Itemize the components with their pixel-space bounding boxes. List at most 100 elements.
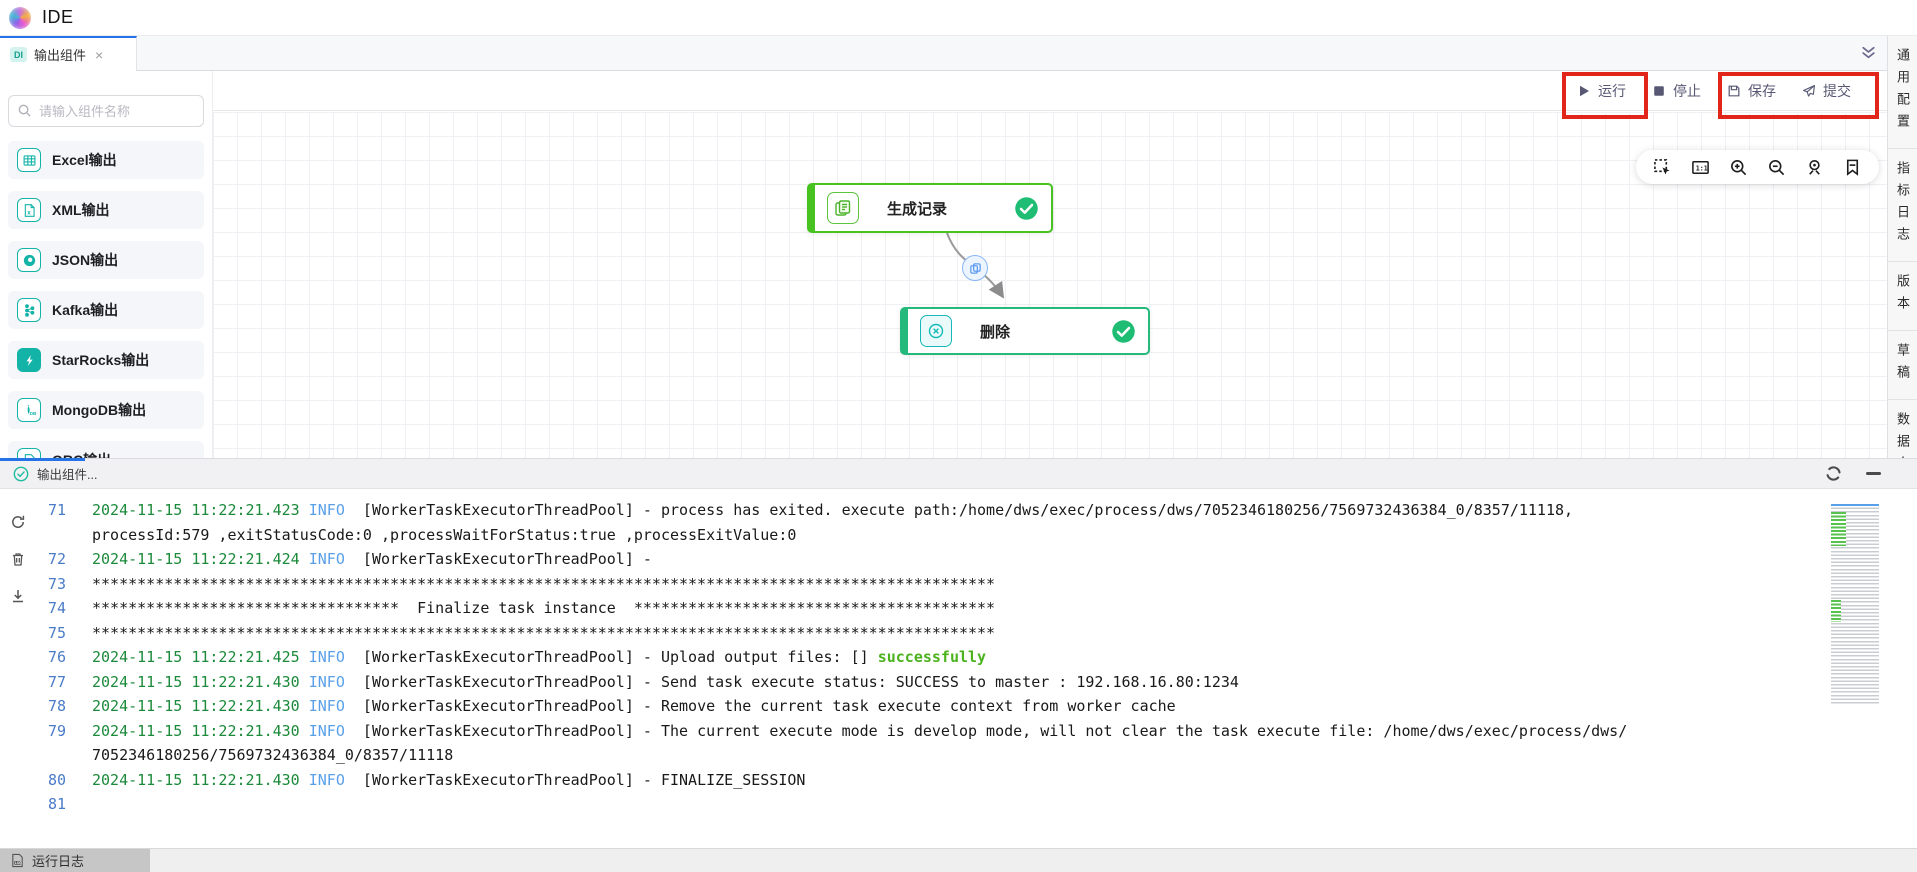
log-minimap[interactable] xyxy=(1831,504,1879,704)
double-chevron-down-icon[interactable] xyxy=(1860,44,1877,66)
app-logo-swirl-icon xyxy=(9,6,31,29)
trash-icon[interactable] xyxy=(10,551,26,572)
mongodb-output-icon: DB xyxy=(17,398,41,422)
search-input[interactable] xyxy=(8,95,204,127)
tab-label: 输出组件 xyxy=(34,48,87,63)
download-icon[interactable] xyxy=(10,588,26,609)
node-generate-records[interactable]: 生成记录 xyxy=(807,183,1053,233)
node-label: 删除 xyxy=(980,323,1011,341)
line-number: 74 xyxy=(47,599,66,617)
stop-button-label: 停止 xyxy=(1673,82,1701,99)
component-item-label: XML输出 xyxy=(52,202,110,218)
panel-active-indicator xyxy=(0,458,85,461)
node-accent-bar xyxy=(808,184,815,232)
component-item-label: MongoDB输出 xyxy=(52,402,147,418)
tab-version-label: 版本 xyxy=(1895,274,1910,318)
line-number: 80 xyxy=(47,770,66,789)
zoom-in-icon[interactable] xyxy=(1729,158,1748,177)
tab-version[interactable]: 版本 xyxy=(1888,262,1917,331)
component-item-label: StarRocks输出 xyxy=(52,352,150,368)
component-item-xml[interactable]: x XML输出 xyxy=(8,191,204,229)
component-list: Excel输出 x XML输出 JSON输出 Kafka输出 StarRocks输出 DB M… xyxy=(0,141,212,458)
canvas-grid xyxy=(213,112,1887,458)
zoom-out-icon[interactable] xyxy=(1767,158,1786,177)
svg-text:1:1: 1:1 xyxy=(1696,164,1708,172)
log-line-71: 71 2024-11-15 11:22:21.423 INFO [WorkerTa… xyxy=(38,498,1827,523)
log-line-80: 80 2024-11-15 11:22:21.430 INFO [WorkerTa… xyxy=(38,768,1827,793)
canvas-tool-pill: 1:1 xyxy=(1636,150,1879,184)
svg-text:DB: DB xyxy=(29,411,36,416)
tab-metric-log-label: 指标日志 xyxy=(1895,161,1910,249)
ratio-1-1-icon[interactable]: 1:1 xyxy=(1691,158,1710,177)
line-number: 78 xyxy=(47,697,66,715)
svg-text:x: x xyxy=(27,209,31,216)
excel-output-icon xyxy=(17,148,41,172)
bookmark-icon[interactable] xyxy=(1843,158,1862,177)
tab-metric-log[interactable]: 指标日志 xyxy=(1888,149,1917,262)
log-body: 71 2024-11-15 11:22:21.423 INFO [WorkerTa… xyxy=(0,490,1917,848)
svg-text:LOG: LOG xyxy=(15,861,22,865)
log-action-rail xyxy=(0,514,36,609)
component-item-mongodb[interactable]: DB MongoDB输出 xyxy=(8,391,204,429)
tab-bar: DI 输出组件 × xyxy=(0,36,1917,71)
di-badge: DI xyxy=(10,47,27,62)
submit-icon xyxy=(1802,84,1816,98)
close-icon[interactable]: × xyxy=(95,46,104,63)
component-item-label: JSON输出 xyxy=(52,252,119,268)
tab-draft[interactable]: 草稿 xyxy=(1888,331,1917,400)
component-item-label: ORC输出 xyxy=(52,450,111,458)
line-number: 79 xyxy=(47,721,66,740)
bottom-tab-label: 运行日志 xyxy=(32,854,85,869)
log-text: 2024-11-15 11:22:21.430 INFO [WorkerTask… xyxy=(92,672,1239,691)
bottom-bar: LOG 运行日志 xyxy=(0,848,1917,872)
run-button[interactable]: 运行 xyxy=(1577,81,1626,101)
component-item-kafka[interactable]: Kafka输出 xyxy=(8,291,204,329)
component-item-orc[interactable]: ORCORC输出 xyxy=(8,441,204,458)
marquee-select-icon[interactable] xyxy=(1653,158,1672,177)
line-number: 76 xyxy=(47,648,66,666)
node-delete[interactable]: 删除 xyxy=(900,307,1150,355)
log-text: 2024-11-15 11:22:21.430 INFO [WorkerTask… xyxy=(92,721,1628,740)
save-button-label: 保存 xyxy=(1748,82,1776,99)
line-number xyxy=(38,743,66,768)
action-toolbar: 运行 停止 保存 提交 xyxy=(213,71,1887,111)
loading-icon[interactable] xyxy=(1825,465,1842,482)
refresh-icon[interactable] xyxy=(10,514,26,535)
log-line-74: 74********************************** Fin… xyxy=(38,596,1827,621)
log-text: 2024-11-15 11:22:21.430 INFO [WorkerTask… xyxy=(92,697,1176,715)
save-icon xyxy=(1727,84,1741,98)
line-number: 71 xyxy=(47,501,66,519)
stop-icon xyxy=(1652,84,1666,98)
log-text: 2024-11-15 11:22:21.423 INFO [WorkerTask… xyxy=(92,501,1574,519)
log-text: 7052346180256/7569732436384_0/8357/11118 xyxy=(92,746,454,764)
component-item-json[interactable]: JSON输出 xyxy=(8,241,204,279)
tab-run-log[interactable]: LOG 运行日志 xyxy=(0,849,150,872)
log-line-wrap: processId:579 ,exitStatusCode:0 ,process… xyxy=(38,523,1827,548)
stop-button[interactable]: 停止 xyxy=(1652,81,1701,101)
log-text: ****************************************… xyxy=(92,574,996,593)
line-number: 73 xyxy=(47,574,66,593)
submit-button[interactable]: 提交 xyxy=(1802,81,1851,101)
log-text: processId:579 ,exitStatusCode:0 ,process… xyxy=(92,525,797,544)
zoom-reset-icon[interactable] xyxy=(1805,158,1824,177)
tab-output-component[interactable]: DI 输出组件 × xyxy=(0,36,137,71)
generate-records-icon xyxy=(827,192,859,224)
log-text: 2024-11-15 11:22:21.430 INFO [WorkerTask… xyxy=(92,770,806,789)
component-item-starrocks[interactable]: StarRocks输出 xyxy=(8,341,204,379)
log-line-wrap: 7052346180256/7569732436384_0/8357/11118 xyxy=(38,743,1827,768)
copy-icon[interactable] xyxy=(962,255,988,281)
tab-general-config[interactable]: 通用配置 xyxy=(1888,36,1917,149)
log-line-81: 81 xyxy=(38,792,1827,817)
right-panel-tabs: 通用配置指标日志版本草稿数据血缘 xyxy=(1887,36,1917,513)
component-item-label: Excel输出 xyxy=(52,152,117,168)
flow-canvas[interactable]: 运行 停止 保存 提交 生成记录 xyxy=(213,71,1887,458)
kafka-output-icon xyxy=(17,298,41,322)
save-button[interactable]: 保存 xyxy=(1727,81,1776,101)
component-item-excel[interactable]: Excel输出 xyxy=(8,141,204,179)
minimize-icon[interactable] xyxy=(1866,472,1881,475)
node-label: 生成记录 xyxy=(887,200,948,218)
xml-output-icon: x xyxy=(17,198,41,222)
